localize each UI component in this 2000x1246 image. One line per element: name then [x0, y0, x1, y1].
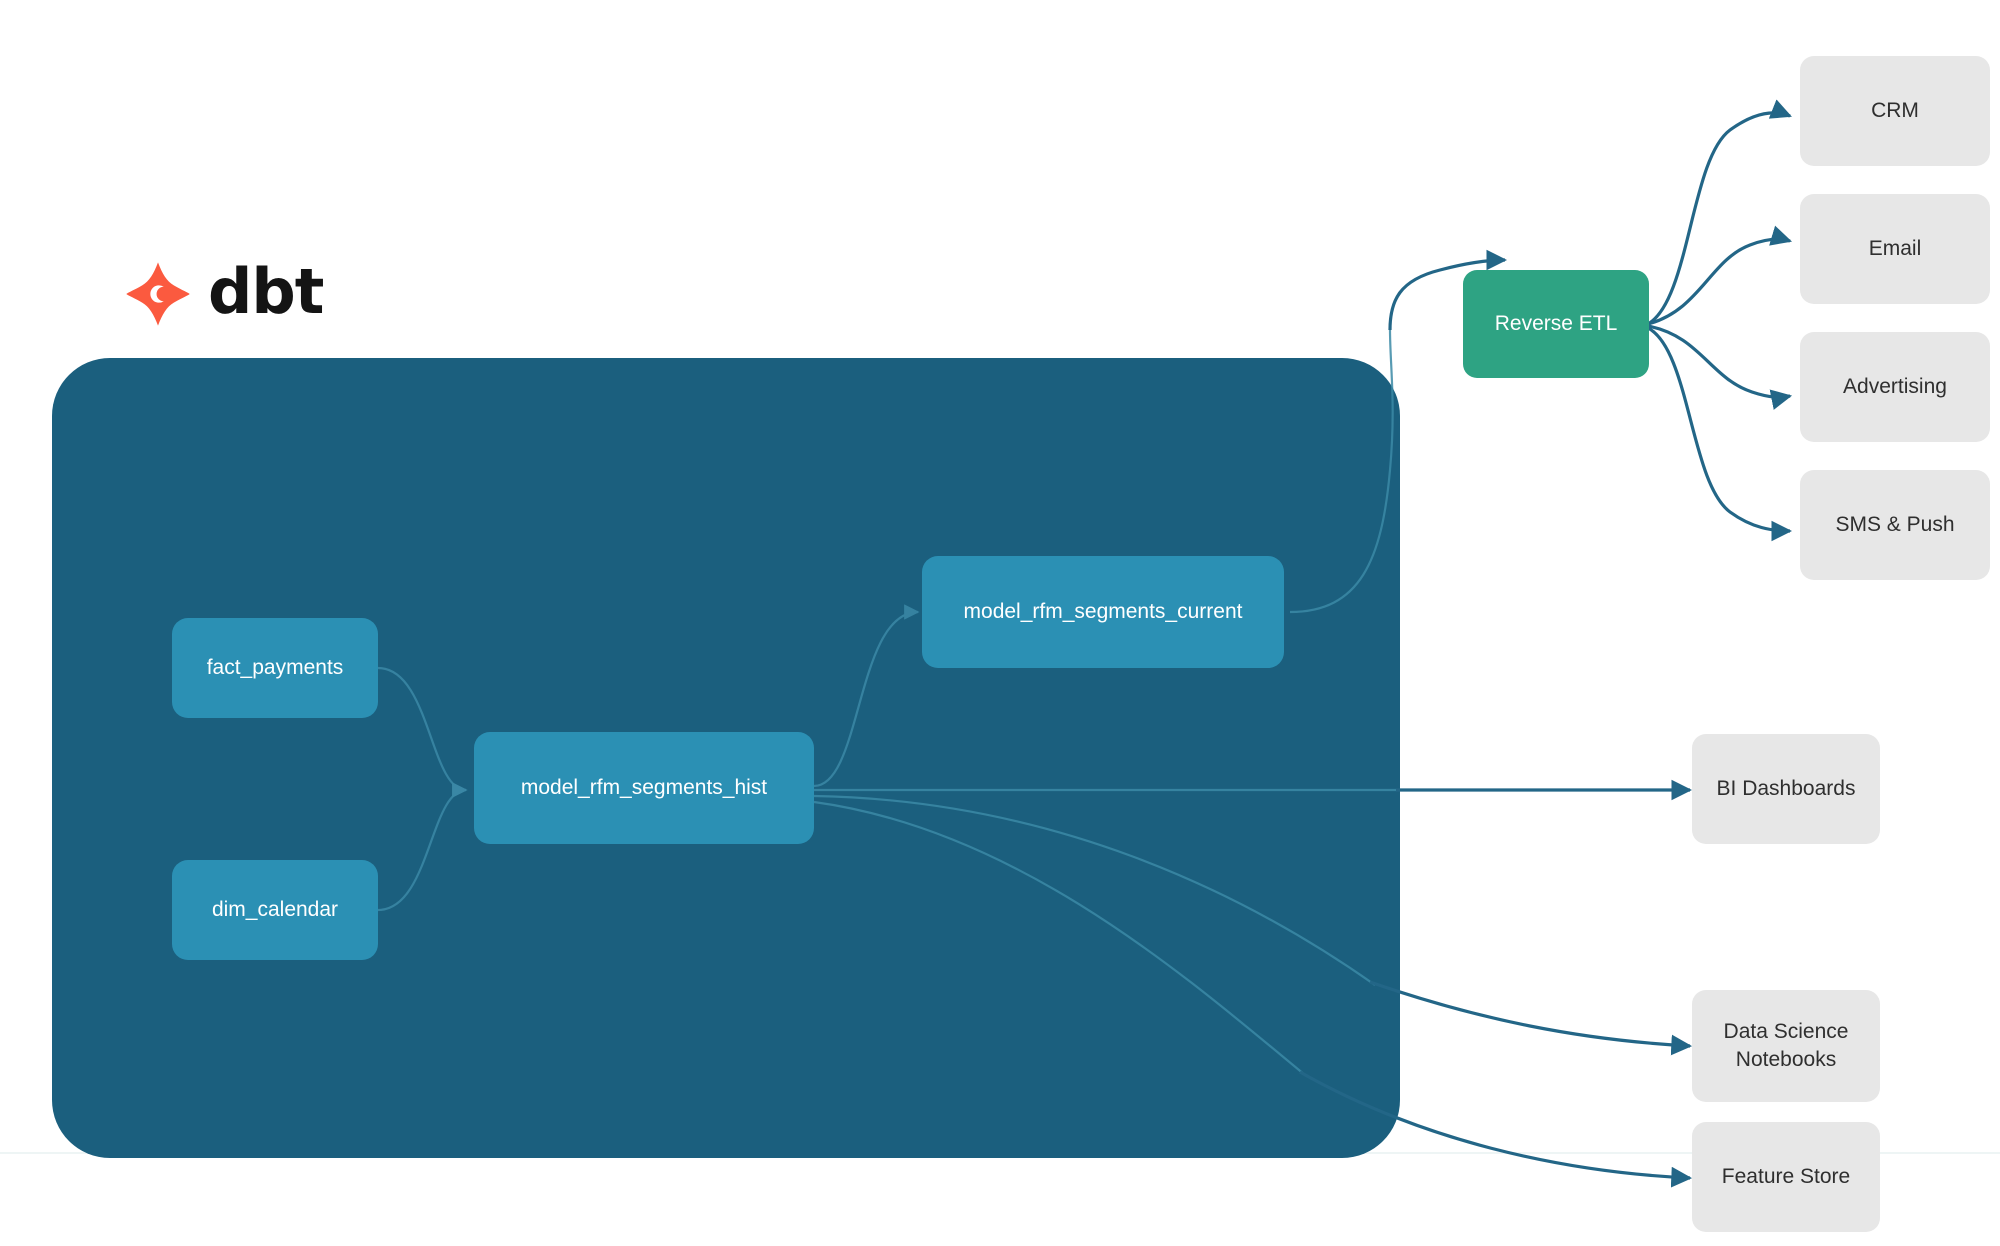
edge-reverse-etl-to-advertising	[1647, 324, 1793, 410]
node-advertising[interactable]: Advertising	[1800, 332, 1990, 442]
dbt-logo: dbt	[122, 258, 332, 330]
node-dim-calendar-label: dim_calendar	[211, 898, 339, 921]
node-email[interactable]: Email	[1800, 194, 1990, 304]
dbt-mark-icon	[126, 262, 190, 326]
node-feature-store[interactable]: Feature Store	[1692, 1122, 1880, 1232]
edge-reverse-etl-to-email	[1647, 225, 1792, 326]
edge-hist-to-data-science	[1369, 980, 1693, 1056]
node-model-rfm-segments-current-label: model_rfm_segments_current	[963, 600, 1243, 623]
node-fact-payments-label: fact_payments	[206, 656, 344, 679]
node-sms-push-label: SMS & Push	[1835, 512, 1955, 536]
node-fact-payments[interactable]: fact_payments	[172, 618, 378, 718]
node-model-rfm-segments-current[interactable]: model_rfm_segments_current	[922, 556, 1284, 668]
node-crm-label: CRM	[1871, 98, 1919, 122]
node-bi-dashboards[interactable]: BI Dashboards	[1692, 734, 1880, 844]
edge-reverse-etl-to-sms-push	[1647, 326, 1793, 542]
node-feature-store-label: Feature Store	[1721, 1164, 1851, 1188]
node-bi-dashboards-label: BI Dashboards	[1716, 776, 1856, 800]
node-advertising-label: Advertising	[1843, 374, 1947, 398]
edge-reverse-etl-to-crm	[1647, 99, 1792, 326]
node-model-rfm-segments-hist-label: model_rfm_segments_hist	[520, 776, 768, 799]
dbt-wordmark: dbt	[208, 255, 324, 328]
node-crm[interactable]: CRM	[1800, 56, 1990, 166]
node-reverse-etl-label: Reverse ETL	[1494, 312, 1618, 335]
node-email-label: Email	[1868, 236, 1922, 260]
node-dim-calendar[interactable]: dim_calendar	[172, 860, 378, 960]
node-sms-push[interactable]: SMS & Push	[1800, 470, 1990, 580]
node-model-rfm-segments-hist[interactable]: model_rfm_segments_hist	[474, 732, 814, 844]
node-reverse-etl[interactable]: Reverse ETL	[1463, 270, 1649, 378]
